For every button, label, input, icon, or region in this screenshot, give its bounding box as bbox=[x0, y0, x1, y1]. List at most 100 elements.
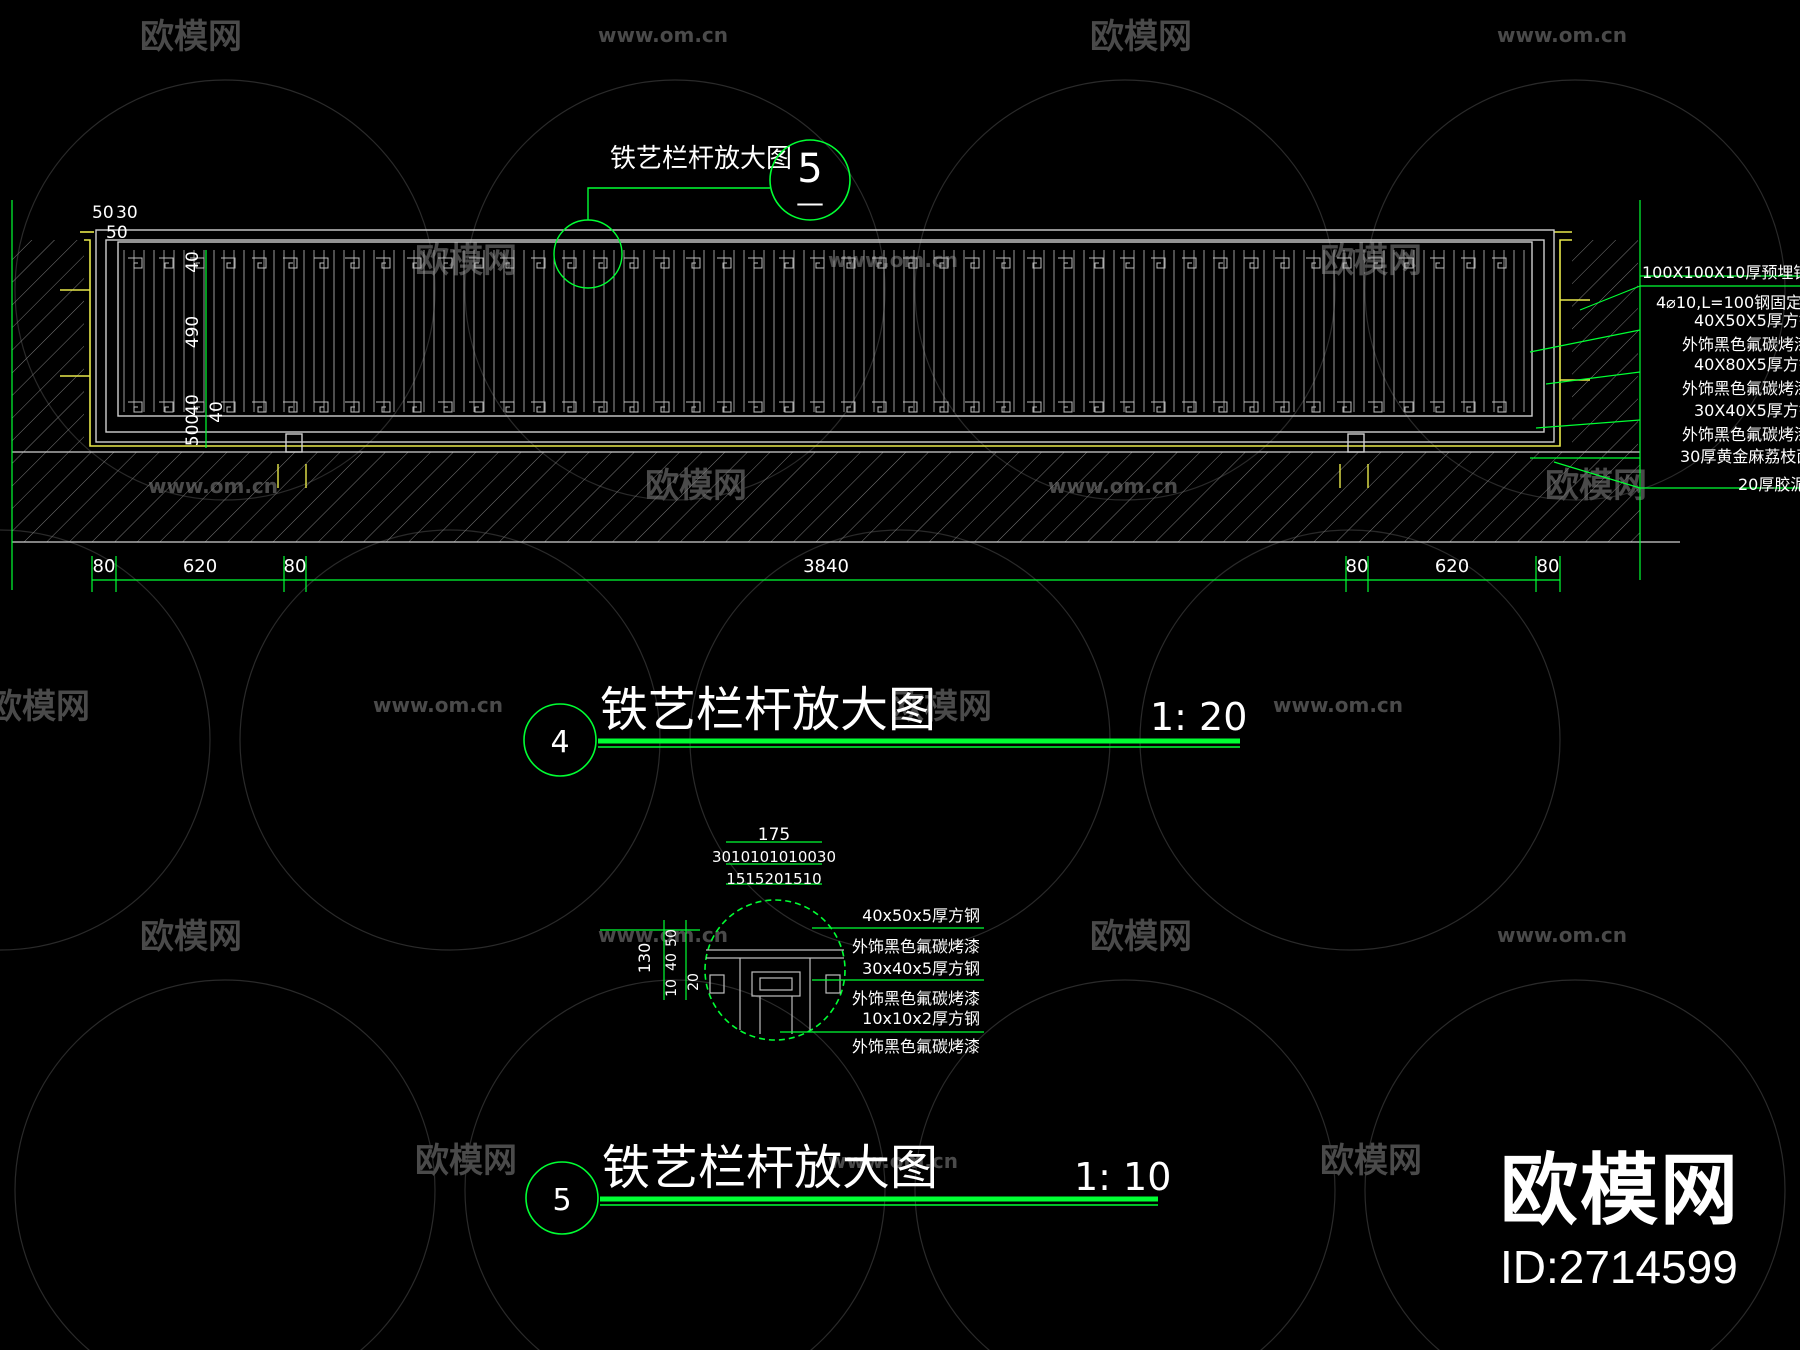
railing-fret-pattern bbox=[128, 257, 1507, 413]
detail-leaders bbox=[780, 927, 984, 1033]
detail-profile bbox=[706, 949, 844, 1034]
dim-bottom-80a: 80 bbox=[93, 556, 116, 577]
detail-note-3: 30x40x5厚方钢 bbox=[862, 959, 980, 978]
fret-motif bbox=[469, 401, 484, 413]
note-steel-40x50: 40X50X5厚方钢 bbox=[1694, 311, 1800, 330]
fret-motif bbox=[159, 401, 174, 413]
fret-motif bbox=[345, 401, 360, 413]
right-notes bbox=[1529, 275, 1800, 489]
fret-motif bbox=[190, 257, 205, 269]
fret-motif bbox=[1306, 401, 1321, 413]
fret-motif bbox=[779, 257, 794, 269]
watermark-url: www.om.cn bbox=[1497, 23, 1627, 47]
note-anchor: 4⌀10,L=100钢固定件 bbox=[1656, 293, 1800, 312]
fret-motif bbox=[252, 401, 267, 413]
watermark-name: 欧模网 bbox=[415, 1141, 517, 1181]
note-paint-2: 外饰黑色氟碳烤漆 bbox=[1682, 379, 1800, 398]
title4-number: 4 bbox=[550, 725, 569, 760]
watermark-name: 欧模网 bbox=[140, 917, 242, 957]
fret-motif bbox=[686, 257, 701, 269]
title4-number-circle bbox=[523, 703, 597, 777]
dim-top-b: 30 bbox=[116, 203, 138, 223]
detail-note-2: 外饰黑色氟碳烤漆 bbox=[852, 937, 980, 956]
fret-motif bbox=[1368, 401, 1383, 413]
fret-motif bbox=[1492, 401, 1507, 413]
dim-left-500: 500 bbox=[183, 414, 203, 446]
fret-motif bbox=[1461, 257, 1476, 269]
fret-motif bbox=[314, 257, 329, 269]
fret-motif bbox=[1027, 257, 1042, 269]
title4-label: 铁艺栏杆放大图 bbox=[600, 682, 936, 738]
fret-motif bbox=[624, 257, 639, 269]
detail-dim-40: 40 bbox=[664, 953, 680, 971]
fret-motif bbox=[748, 401, 763, 413]
fret-motif bbox=[1306, 257, 1321, 269]
right-notes-text: 100X100X10厚预埋钢板 4⌀10,L=100钢固定件 40X50X5厚方… bbox=[1642, 263, 1800, 494]
note-steel-40x80: 40X80X5厚方钢 bbox=[1694, 355, 1800, 374]
detail-side-dims: 130 50 40 10 20 bbox=[600, 920, 702, 1000]
fret-motif bbox=[655, 257, 670, 269]
fret-motif bbox=[469, 257, 484, 269]
fret-motif bbox=[1058, 257, 1073, 269]
fret-motif bbox=[562, 257, 577, 269]
fret-motif bbox=[376, 401, 391, 413]
fret-motif bbox=[1027, 401, 1042, 413]
detail-dim-10: 10 bbox=[664, 979, 680, 997]
fret-motif bbox=[1430, 257, 1445, 269]
railing-detail: 175 3010101010030 1515201510 130 50 40 1… bbox=[600, 825, 984, 1056]
note-steel-30x40: 30X40X5厚方钢 bbox=[1694, 401, 1800, 420]
fret-motif bbox=[1399, 401, 1414, 413]
fret-motif bbox=[407, 257, 422, 269]
fret-motif bbox=[965, 401, 980, 413]
title5-number-circle bbox=[525, 1161, 599, 1235]
dim-top-a: 50 bbox=[92, 203, 114, 223]
left-wall bbox=[12, 240, 84, 452]
fret-motif bbox=[1337, 401, 1352, 413]
yellow-frame bbox=[80, 231, 1572, 447]
brand-name: 欧模网 bbox=[1499, 1146, 1740, 1236]
fret-motif bbox=[841, 257, 856, 269]
fret-motif bbox=[1368, 257, 1383, 269]
fret-motif bbox=[841, 401, 856, 413]
title4-scale: 1: 20 bbox=[1150, 695, 1247, 739]
fret-motif bbox=[531, 257, 546, 269]
fret-motif bbox=[1275, 257, 1290, 269]
title5-number: 5 bbox=[552, 1183, 571, 1218]
fret-motif bbox=[221, 401, 236, 413]
watermark-url: www.om.cn bbox=[1497, 923, 1627, 947]
watermark-name: 欧模网 bbox=[1320, 1141, 1422, 1181]
fret-motif bbox=[593, 401, 608, 413]
fret-motif bbox=[872, 257, 887, 269]
watermark-name: 欧模网 bbox=[1320, 241, 1422, 281]
fret-motif bbox=[965, 257, 980, 269]
fret-motif bbox=[1213, 257, 1228, 269]
left-dimension: 40 490 500 40 40 bbox=[183, 250, 227, 448]
callout-label: 铁艺栏杆放大图 bbox=[610, 144, 792, 174]
detail-note-6: 外饰黑色氟碳烤漆 bbox=[852, 1037, 980, 1056]
watermark-url: www.om.cn bbox=[373, 693, 503, 717]
fret-motif bbox=[314, 401, 329, 413]
fret-motif bbox=[810, 257, 825, 269]
dim-bottom-620b: 620 bbox=[1435, 556, 1469, 577]
detail-dim-50: 50 bbox=[664, 929, 680, 947]
detail-dim-130: 130 bbox=[635, 943, 654, 974]
fret-motif bbox=[717, 401, 732, 413]
watermark-name: 欧模网 bbox=[890, 687, 992, 727]
fret-motif bbox=[996, 257, 1011, 269]
fret-motif bbox=[1492, 257, 1507, 269]
top-dimension: 50 30 50 bbox=[92, 203, 138, 243]
fret-motif bbox=[1120, 401, 1135, 413]
detail-notes: 40x50x5厚方钢 外饰黑色氟碳烤漆 30x40x5厚方钢 外饰黑色氟碳烤漆 … bbox=[852, 906, 980, 1056]
dim-bottom-80b: 80 bbox=[284, 556, 307, 577]
bottom-dimension-labels: 80 620 80 3840 80 620 80 bbox=[93, 556, 1560, 577]
fret-motif bbox=[1244, 401, 1259, 413]
fret-motif bbox=[1244, 257, 1259, 269]
fret-motif bbox=[283, 257, 298, 269]
detail-dim-row3: 1515201510 bbox=[726, 870, 821, 888]
fret-motif bbox=[934, 257, 949, 269]
dim-left-490: 490 bbox=[183, 316, 203, 348]
watermark-url: www.om.cn bbox=[598, 923, 728, 947]
railing-bars bbox=[123, 250, 1525, 412]
fret-motif bbox=[655, 401, 670, 413]
